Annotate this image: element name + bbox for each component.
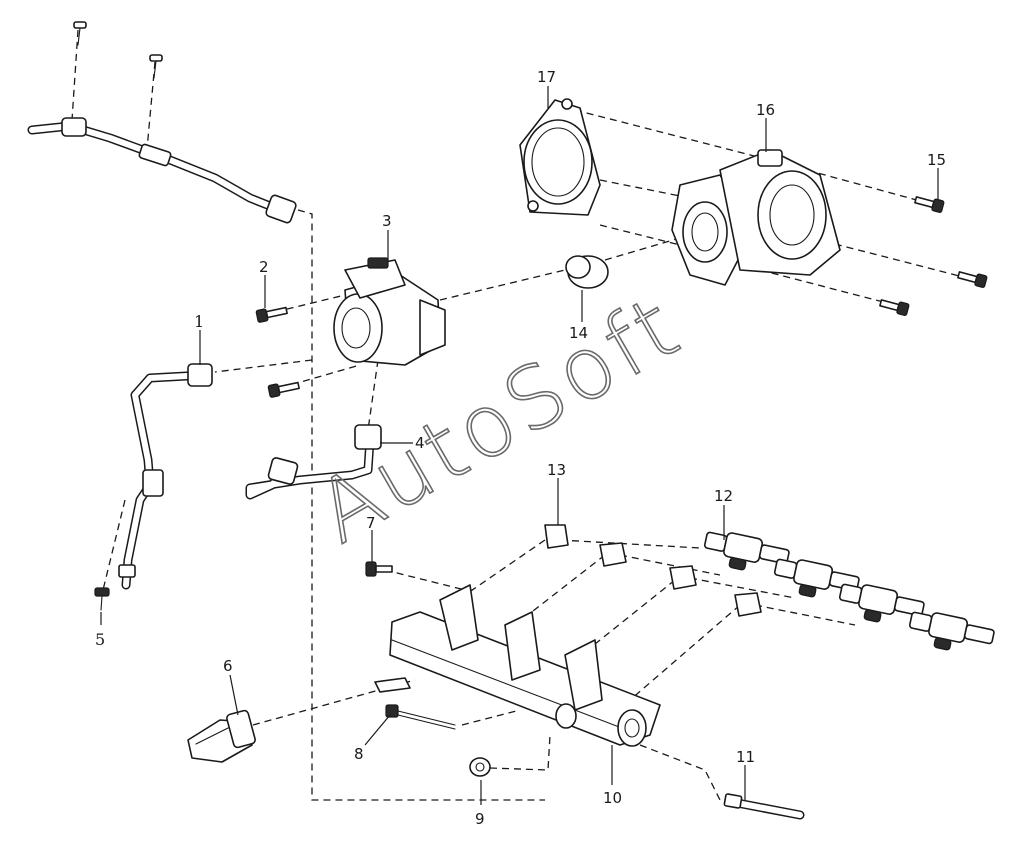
callout-7: 7: [366, 514, 376, 532]
part-15-housing-bolts: [879, 196, 988, 317]
part-17-gasket: [519, 98, 601, 216]
callout-10: 10: [603, 789, 622, 807]
part-14-tappet: [565, 255, 609, 289]
part-6-pressure-sensor: [187, 709, 256, 763]
callout-13: 13: [547, 461, 566, 479]
callout-9: 9: [475, 810, 485, 828]
part-4-pipe: [245, 424, 382, 500]
callout-3: 3: [382, 212, 392, 230]
fuel-feed-pipe: [27, 117, 297, 224]
callout-11: 11: [736, 748, 755, 766]
top-pipe-bolt: [73, 21, 87, 46]
part-2-pump-bolts: [255, 306, 300, 398]
part-1-pipe: [118, 363, 213, 590]
callout-8: 8: [354, 745, 364, 763]
callout-5: 5: [95, 630, 105, 649]
part-7-bolt: [365, 561, 393, 577]
callout-16: 16: [756, 101, 775, 119]
part-5-bolt: [94, 587, 110, 611]
callout-6: 6: [223, 657, 233, 675]
callout-14: 14: [569, 324, 588, 342]
top-pipe-bolt-2: [149, 54, 163, 79]
part-9-nut: [469, 757, 491, 777]
part-8-stud: [385, 704, 456, 730]
part-3-high-pressure-pump: [333, 257, 446, 366]
callout-2: 2: [259, 258, 269, 276]
callout-17: 17: [537, 68, 556, 86]
callout-12: 12: [714, 487, 733, 505]
part-13-injector-clips: [544, 524, 762, 617]
callout-labels: 1 2 3 4 5 6 7 8 9 10 11 12 13 14 15 16 1…: [95, 68, 946, 828]
callout-4: 4: [415, 434, 425, 452]
part-12-injectors: [703, 531, 995, 651]
callout-leaders: [100, 86, 939, 805]
callout-1: 1: [194, 312, 204, 331]
part-10-fuel-rail: [374, 584, 661, 747]
part-16-pump-housing: [671, 149, 841, 286]
part-11-return-pipe: [723, 793, 805, 820]
callout-15: 15: [927, 151, 946, 169]
